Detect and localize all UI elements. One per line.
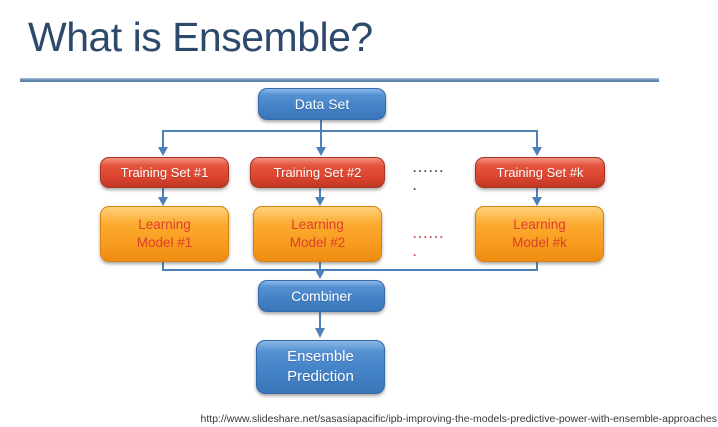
page-title: What is Ensemble? xyxy=(28,14,373,60)
node-training-set-2: Training Set #2 xyxy=(250,157,385,188)
node-ensemble-prediction-line2: Prediction xyxy=(287,368,354,385)
node-learning-model-k: Learning Model #k xyxy=(475,206,604,262)
node-learning-model-k-line2: Model #k xyxy=(512,235,567,250)
node-training-set-2-label: Training Set #2 xyxy=(273,165,362,180)
node-data-set: Data Set xyxy=(258,88,386,120)
ellipsis-training-line2: . xyxy=(413,179,419,193)
node-learning-model-1: Learning Model #1 xyxy=(100,206,229,262)
node-ensemble-prediction-line1: Ensemble xyxy=(287,348,354,365)
node-learning-model-2-line1: Learning xyxy=(291,217,344,232)
node-training-set-k-label: Training Set #k xyxy=(496,165,584,180)
ellipsis-model-row: ...... . xyxy=(413,227,457,260)
ellipsis-model-line2: . xyxy=(413,245,419,259)
node-data-set-label: Data Set xyxy=(294,96,350,112)
node-combiner: Combiner xyxy=(258,280,385,312)
ellipsis-training-line1: ...... xyxy=(413,161,446,175)
node-learning-model-1-line2: Model #1 xyxy=(136,235,193,250)
footer-source-url: http://www.slideshare.net/sasasiapacific… xyxy=(200,413,717,425)
node-combiner-label: Combiner xyxy=(291,288,352,304)
ellipsis-training-row: ...... . xyxy=(413,161,457,194)
node-training-set-1-label: Training Set #1 xyxy=(120,165,209,180)
ellipsis-model-line1: ...... xyxy=(413,227,446,241)
node-learning-model-k-line1: Learning xyxy=(513,217,566,232)
node-learning-model-2: Learning Model #2 xyxy=(253,206,382,262)
node-learning-model-2-line2: Model #2 xyxy=(289,235,346,250)
node-learning-model-1-line1: Learning xyxy=(138,217,191,232)
node-ensemble-prediction: Ensemble Prediction xyxy=(256,340,385,394)
node-training-set-1: Training Set #1 xyxy=(100,157,229,188)
node-training-set-k: Training Set #k xyxy=(475,157,605,188)
title-divider xyxy=(20,78,659,82)
